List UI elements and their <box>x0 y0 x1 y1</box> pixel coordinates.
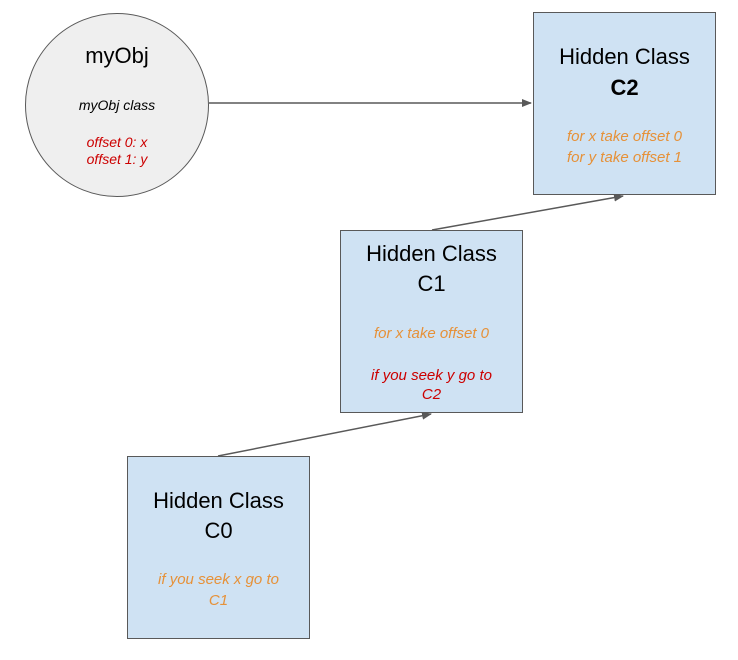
c2-note-line-2: for y take offset 1 <box>566 149 683 166</box>
c1-transition-line-1: if you seek y go to <box>371 367 492 384</box>
my-obj-offset-y: offset 1: y <box>86 151 148 167</box>
c0-title-line-2: C0 <box>204 518 233 543</box>
edge-c0-to-c1 <box>217 411 432 457</box>
c1-note-line-1: for x take offset 0 <box>373 325 490 342</box>
c0-transition-line-2: C1 <box>208 592 229 609</box>
my-obj-node: myObj myObj class offset 0: x offset 1: … <box>25 13 209 197</box>
c2-note-line-1: for x take offset 0 <box>566 128 683 145</box>
c2-title-line-1: Hidden Class <box>559 44 690 69</box>
my-obj-title: myObj <box>85 43 149 68</box>
c0-transition-line-1: if you seek x go to <box>158 571 279 588</box>
c1-title-line-1: Hidden Class <box>366 241 497 266</box>
hidden-class-c1-node: Hidden Class C1 for x take offset 0 if y… <box>340 230 523 413</box>
edge-c1-to-c2 <box>431 193 624 231</box>
my-obj-class-label: myObj class <box>78 97 156 113</box>
c1-title-line-2: C1 <box>417 271 446 296</box>
c1-transition-line-2: C2 <box>421 386 442 403</box>
my-obj-offset-x: offset 0: x <box>86 134 148 150</box>
hidden-class-c2-node: Hidden Class C2 for x take offset 0 for … <box>533 12 716 195</box>
hidden-class-c0-node: Hidden Class C0 if you seek x go to C1 <box>127 456 310 639</box>
c0-title-line-1: Hidden Class <box>153 488 284 513</box>
c2-title-line-2: C2 <box>610 75 639 100</box>
